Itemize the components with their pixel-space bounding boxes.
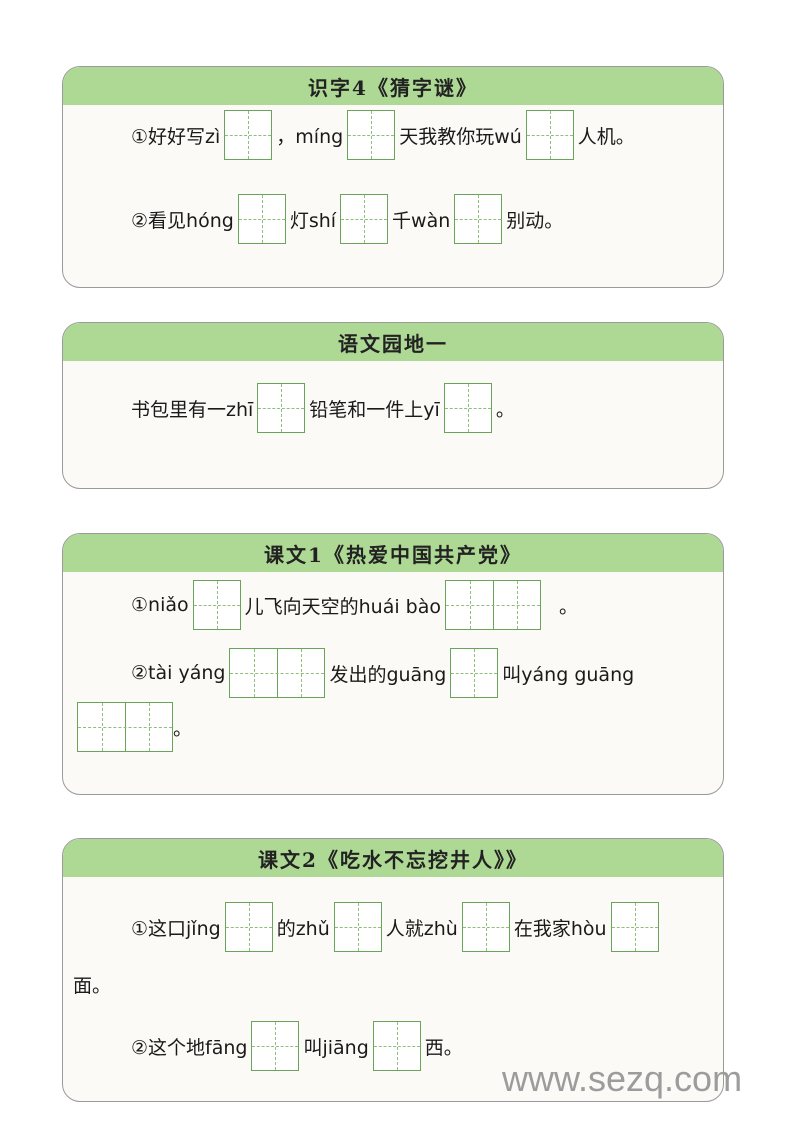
prompt-text: 西。 xyxy=(424,1036,463,1059)
answer-box[interactable] xyxy=(224,110,273,160)
answer-box[interactable] xyxy=(333,902,382,952)
prompt-text: 人机。 xyxy=(577,125,635,148)
prompt-text: 。 xyxy=(173,717,193,740)
answer-box[interactable] xyxy=(525,110,574,160)
prompt-text: 面。 xyxy=(73,975,112,997)
answer-box[interactable] xyxy=(454,194,503,244)
prompt-text: 叫yáng guāng xyxy=(502,663,635,686)
answer-box[interactable] xyxy=(192,580,241,630)
answer-box[interactable] xyxy=(610,902,659,952)
prompt-text: ①这口jǐng xyxy=(131,917,221,940)
question-line: ①这口jǐng 的zhǔ 人就zhù 在我家hòu xyxy=(131,902,663,952)
question-line: ①niǎo 儿飞向天空的huái bào 。 xyxy=(131,580,578,630)
prompt-text: 在我家hòu xyxy=(513,917,607,940)
section-card-4: 课文2《吃水不忘挖井人》》 ①这口jǐng 的zhǔ 人就zhù 在我家hòu … xyxy=(62,838,724,1102)
prompt-text: 铅笔和一件上yī xyxy=(309,398,440,421)
prompt-text: ②看见hóng xyxy=(131,209,234,232)
prompt-text: 。 xyxy=(559,595,579,618)
section-card-3: 课文1《热爱中国共产党》 ①niǎo 儿飞向天空的huái bào 。 ②tài… xyxy=(62,533,724,795)
prompt-text: ①好好写zì xyxy=(131,125,221,148)
prompt-text: ②tài yáng xyxy=(131,662,226,684)
section-title: 识字4《猜字谜》 xyxy=(63,67,723,105)
answer-box[interactable] xyxy=(237,194,286,244)
prompt-text: 天我教你玩wú xyxy=(399,125,522,148)
prompt-text: 灯shí xyxy=(289,209,337,232)
prompt-text: 。 xyxy=(495,398,515,421)
section-title: 课文2《吃水不忘挖井人》》 xyxy=(63,839,723,877)
prompt-text: 千wàn xyxy=(392,209,451,232)
answer-box[interactable] xyxy=(257,383,306,433)
prompt-text: ②这个地fāng xyxy=(131,1036,248,1059)
answer-box-double[interactable] xyxy=(229,648,326,698)
section-card-2: 语文园地一 书包里有一zhī 铅笔和一件上yī 。 xyxy=(62,322,724,489)
answer-box[interactable] xyxy=(347,110,396,160)
section-title: 课文1《热爱中国共产党》 xyxy=(63,534,723,572)
prompt-text: 发出的guāng xyxy=(329,663,447,686)
section-card-1: 识字4《猜字谜》 ①好好写zì ，míng 天我教你玩wú 人机。 ②看见hón… xyxy=(62,66,724,288)
answer-box-double[interactable] xyxy=(77,702,173,752)
question-line: ②这个地fāng 叫jiāng 西。 xyxy=(131,1021,463,1071)
question-line: ②看见hóng 灯shí 千wàn 别动。 xyxy=(131,194,563,244)
prompt-text: 书包里有一zhī xyxy=(131,398,254,421)
answer-box-double[interactable] xyxy=(445,580,541,630)
answer-box[interactable] xyxy=(340,194,389,244)
question-line: 面。 xyxy=(73,971,111,998)
question-line: ①好好写zì ，míng 天我教你玩wú 人机。 xyxy=(131,110,635,160)
answer-box[interactable] xyxy=(251,1021,300,1071)
prompt-text: ①niǎo xyxy=(131,594,189,616)
answer-box[interactable] xyxy=(224,902,273,952)
prompt-text: 的zhǔ xyxy=(276,917,330,940)
question-line: 书包里有一zhī 铅笔和一件上yī 。 xyxy=(131,383,515,433)
watermark: www.sezq.com xyxy=(502,1058,743,1099)
answer-box[interactable] xyxy=(450,648,499,698)
prompt-text: 人就zhù xyxy=(385,917,458,940)
section-title: 语文园地一 xyxy=(63,323,723,361)
prompt-text: 别动。 xyxy=(506,209,564,232)
prompt-text: 儿飞向天空的huái bào xyxy=(244,595,441,618)
answer-box[interactable] xyxy=(372,1021,421,1071)
question-line: ②tài yáng 发出的guāng 叫yáng guāng xyxy=(131,648,634,698)
answer-box[interactable] xyxy=(461,902,510,952)
prompt-text: 叫jiāng xyxy=(303,1036,369,1059)
answer-box[interactable] xyxy=(443,383,492,433)
question-line: 。 xyxy=(77,702,192,752)
prompt-text: ，míng xyxy=(276,125,344,148)
